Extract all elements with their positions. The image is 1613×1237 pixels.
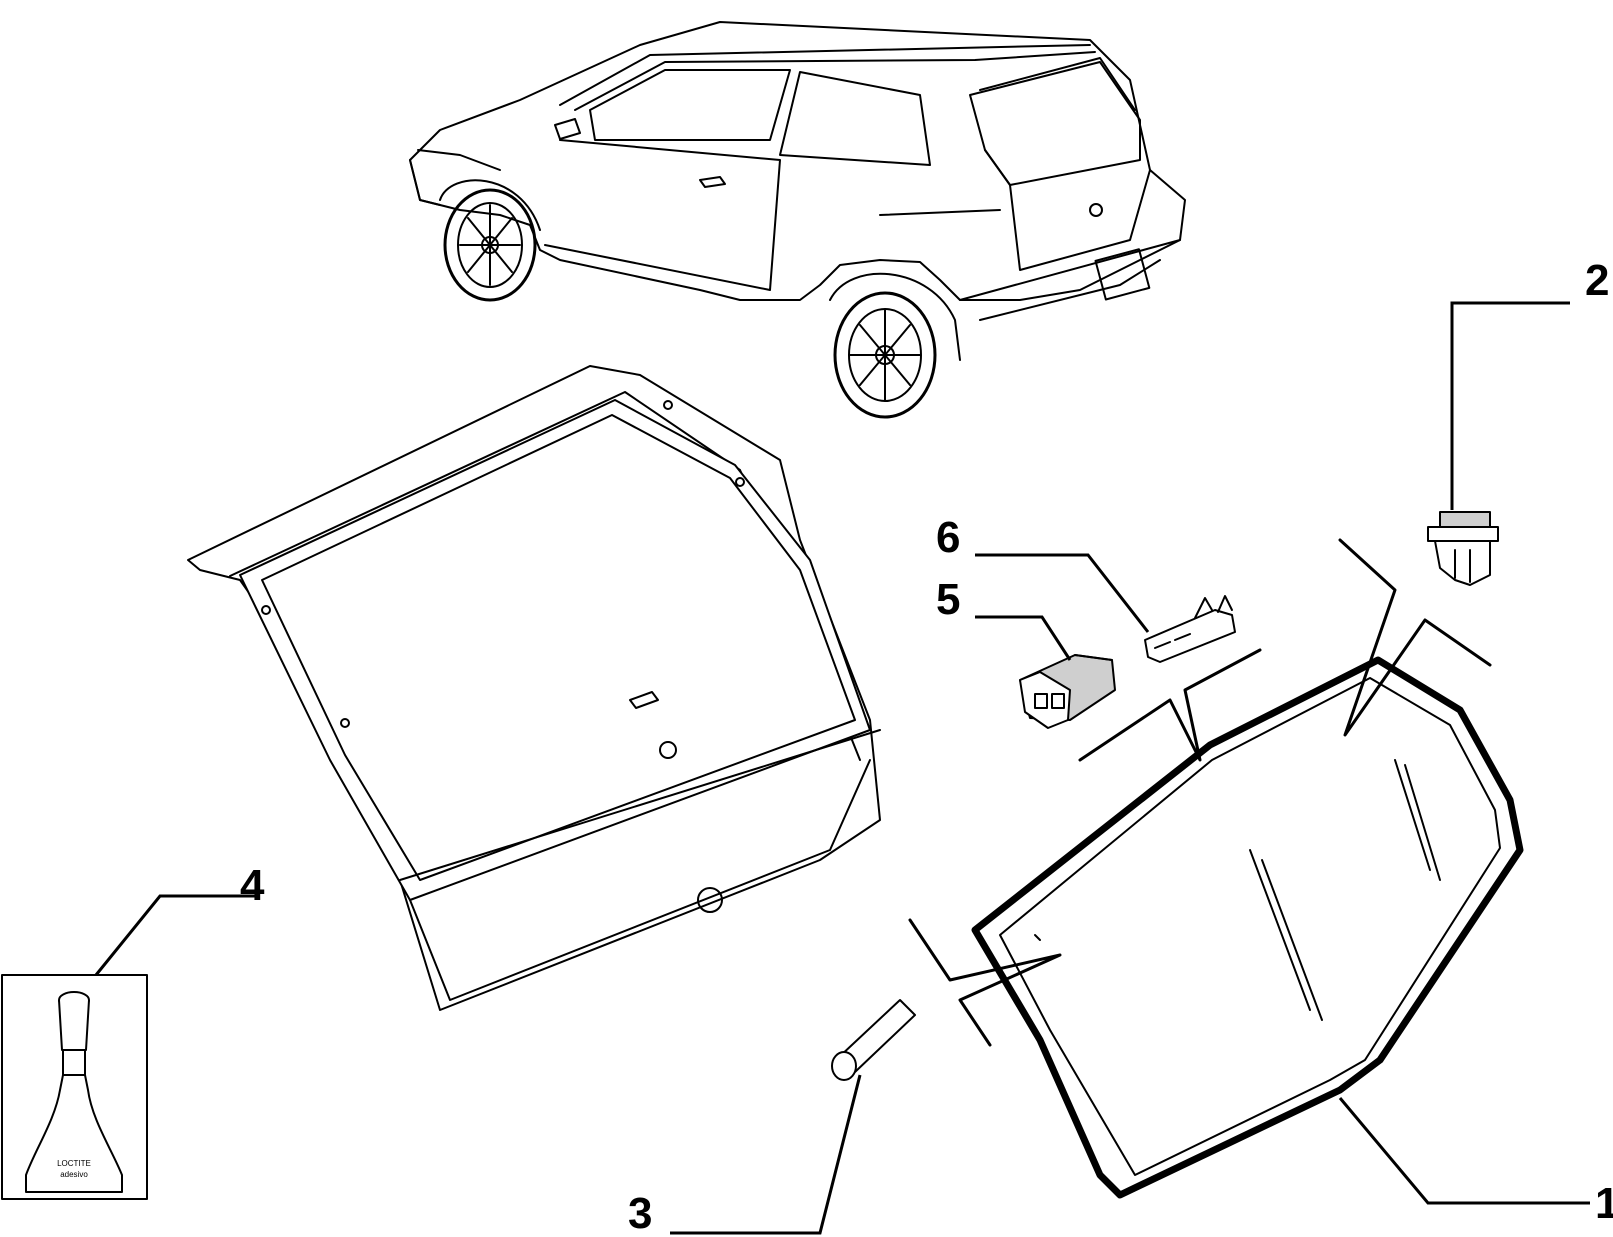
adhesive-product-text: adesivo [60,1170,88,1179]
rear-window-glass [908,538,1524,1199]
adhesive-kit-box: LOCTITE adesivo [1,974,148,1200]
callout-6: 6 [936,513,960,562]
spacer-part [831,999,916,1081]
bracket-part [1019,654,1116,729]
callout-3: 3 [628,1189,652,1237]
callout-numbers: 1 2 3 4 5 6 [240,256,1613,1237]
clip-part [1427,511,1499,586]
callout-4: 4 [240,861,265,910]
vehicle-illustration [409,21,1186,419]
callout-2: 2 [1585,256,1609,305]
loctite-brand-text: LOCTITE [57,1159,91,1168]
callout-1: 1 [1595,1179,1613,1228]
connector-part [1144,595,1236,663]
leader-lines [94,301,1590,1235]
tailgate-panel [187,365,881,1011]
callout-5: 5 [936,575,960,624]
